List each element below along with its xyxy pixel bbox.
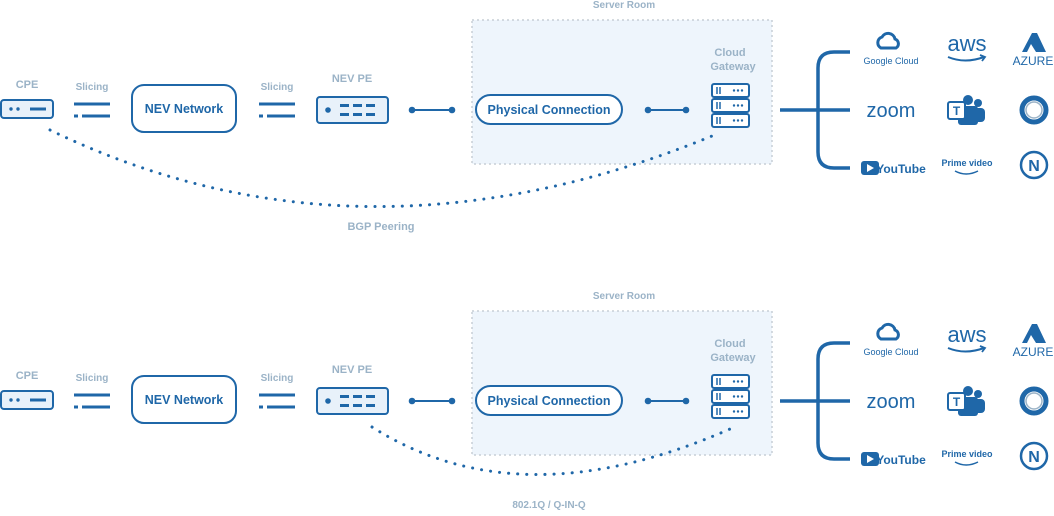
providers-grid: Google Cloud aws AZURE zoom T [861, 31, 1054, 180]
aws-logo: aws [947, 322, 986, 347]
server-room-label: Server Room [593, 291, 655, 302]
providers-grid: Google Cloud aws AZURE zoom T [861, 322, 1054, 471]
prime-smile-icon [954, 461, 979, 466]
slicing-left-icon [74, 102, 110, 118]
nev-pe-label: NEV PE [332, 73, 372, 85]
azure-label: AZURE [1013, 345, 1054, 359]
google-cloud-label: Google Cloud [863, 347, 918, 357]
physical-connection-box [475, 94, 623, 125]
slicing-left-label: Slicing [76, 373, 109, 384]
peering-dotted-line [370, 425, 732, 476]
prime-smile-icon [954, 170, 979, 175]
physical-connection-label: Physical Connection [488, 394, 611, 408]
azure-label: AZURE [1013, 54, 1054, 68]
nev-pe-label: NEV PE [332, 364, 372, 376]
n-logo-icon: N [1019, 441, 1049, 471]
azure-icon [1022, 33, 1046, 52]
n-logo-icon: N [1019, 150, 1049, 180]
svg-text:T: T [953, 104, 961, 118]
cpe-label: CPE [16, 79, 39, 91]
zoom-logo: zoom [867, 391, 916, 413]
slicing-left-icon [74, 393, 110, 409]
aws-smile-icon [947, 347, 985, 353]
server-room-label: Server Room [593, 0, 655, 11]
slicing-right-label: Slicing [261, 373, 294, 384]
google-cloud-label: Google Cloud [863, 56, 918, 66]
svg-text:N: N [1028, 449, 1040, 466]
nev-network-box [131, 375, 237, 424]
diagram-dot1q: Server Room CPE Slicing NEV Network Slic… [0, 291, 1054, 511]
server-stack-icon [711, 83, 750, 128]
cloud-gateway-label-line2: Gateway [710, 61, 756, 73]
diagram-bgp-peering: Server Room CPE Slicing NEV Network Slic… [0, 0, 1054, 233]
google-cloud-icon [876, 322, 900, 341]
youtube-label: YouTube [876, 162, 926, 176]
svg-text:T: T [953, 395, 961, 409]
nev-network-label: NEV Network [145, 393, 224, 407]
teams-icon: T [947, 95, 985, 125]
slicing-left-label: Slicing [76, 82, 109, 93]
zoom-logo: zoom [867, 100, 916, 122]
ring-logo-icon [1019, 386, 1049, 416]
nev-network-box [131, 84, 237, 133]
server-stack-icon [711, 374, 750, 419]
physical-connection-box [475, 385, 623, 416]
teams-icon: T [947, 386, 985, 416]
slicing-right-label: Slicing [261, 82, 294, 93]
ring-logo-icon [1019, 95, 1049, 125]
youtube-label: YouTube [876, 453, 926, 467]
slicing-right-icon [259, 102, 295, 118]
cloud-gateway-label-line1: Cloud [714, 338, 745, 350]
connector-pe-physical [408, 106, 456, 114]
cloud-gateway-label-line2: Gateway [710, 352, 756, 364]
slicing-right-icon [259, 393, 295, 409]
cpe-device-icon [0, 99, 54, 119]
connector-physical-gateway [644, 397, 690, 405]
peering-label: BGP Peering [347, 221, 414, 233]
azure-icon [1022, 324, 1046, 343]
cpe-label: CPE [16, 370, 39, 382]
nev-network-label: NEV Network [145, 102, 224, 116]
prime-video-label: Prime video [941, 158, 993, 168]
google-cloud-icon [876, 31, 900, 50]
youtube-icon [861, 452, 879, 466]
nev-pe-device-icon [316, 387, 389, 415]
provider-branch [780, 341, 850, 461]
aws-smile-icon [947, 56, 985, 62]
youtube-icon [861, 161, 879, 175]
aws-logo: aws [947, 31, 986, 56]
physical-connection-label: Physical Connection [488, 103, 611, 117]
connector-pe-physical [408, 397, 456, 405]
provider-branch [780, 50, 850, 170]
peering-label: 802.1Q / Q-IN-Q [512, 500, 586, 511]
prime-video-label: Prime video [941, 449, 993, 459]
nev-pe-device-icon [316, 96, 389, 124]
cloud-gateway-label-line1: Cloud [714, 47, 745, 59]
cpe-device-icon [0, 390, 54, 410]
connector-physical-gateway [644, 106, 690, 114]
svg-text:N: N [1028, 158, 1040, 175]
